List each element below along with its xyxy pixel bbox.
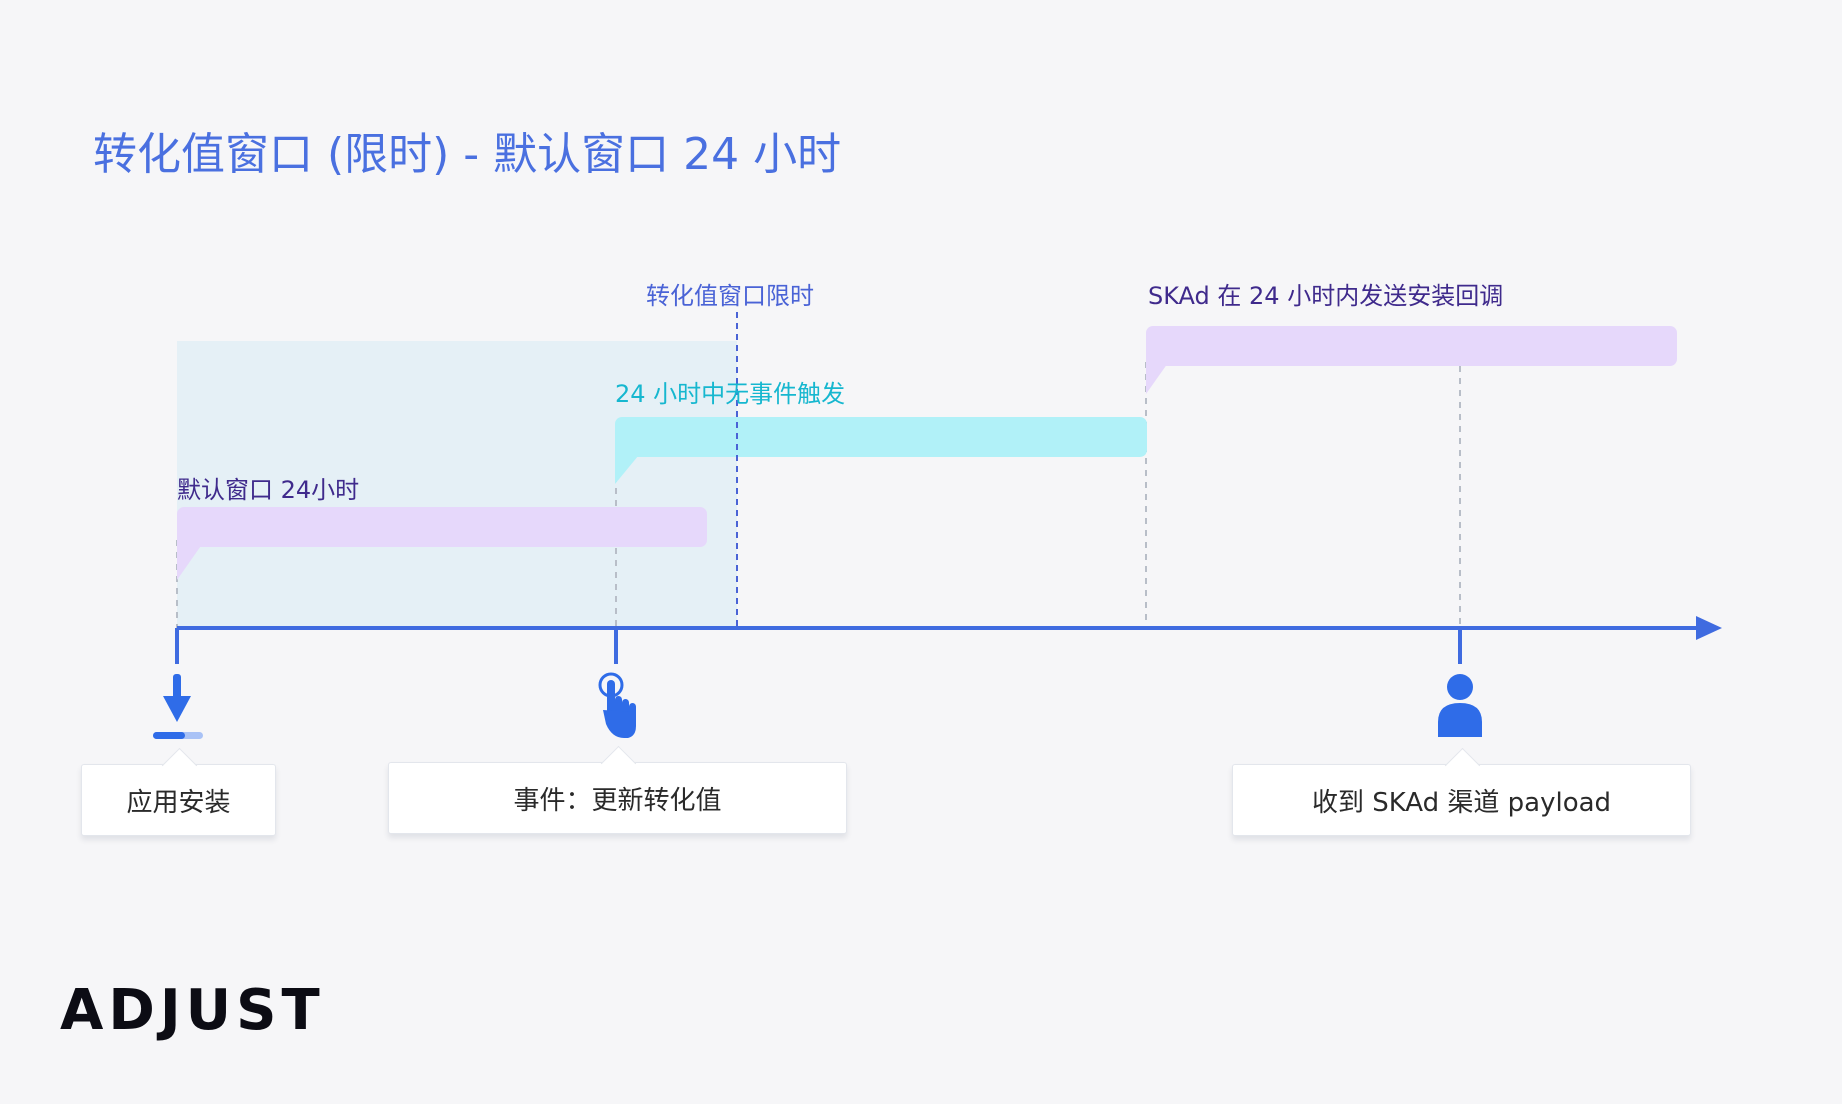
cv-window-area xyxy=(177,341,737,626)
timeline-arrow xyxy=(1696,616,1722,640)
update-label: 事件：更新转化值 xyxy=(513,785,722,816)
payload-card: 收到 SKAd 渠道 payload xyxy=(1232,764,1691,836)
tap-hand-icon xyxy=(598,672,636,738)
adjust-logo: ADJUST xyxy=(60,978,325,1043)
install-card: 应用安装 xyxy=(81,764,276,836)
install-label: 应用安装 xyxy=(126,787,231,818)
update-card: 事件：更新转化值 xyxy=(388,762,847,834)
no-event-bar xyxy=(615,417,1147,484)
payload-label: 收到 SKAd 渠道 payload xyxy=(1311,787,1612,818)
no-event-label: 24 小时中无事件触发 xyxy=(615,380,846,408)
default-window-bar xyxy=(177,507,707,580)
skad-callback-label: SKAd 在 24 小时内发送安装回调 xyxy=(1148,282,1504,310)
default-window-label: 默认窗口 24小时 xyxy=(177,476,360,504)
skad-callback-bar xyxy=(1146,326,1677,394)
page-title: 转化值窗口 (限时) - 默认窗口 24 小时 xyxy=(93,129,842,180)
user-icon xyxy=(1438,674,1482,737)
download-icon xyxy=(153,674,203,739)
cv-window-label: 转化值窗口限时 xyxy=(646,282,814,310)
